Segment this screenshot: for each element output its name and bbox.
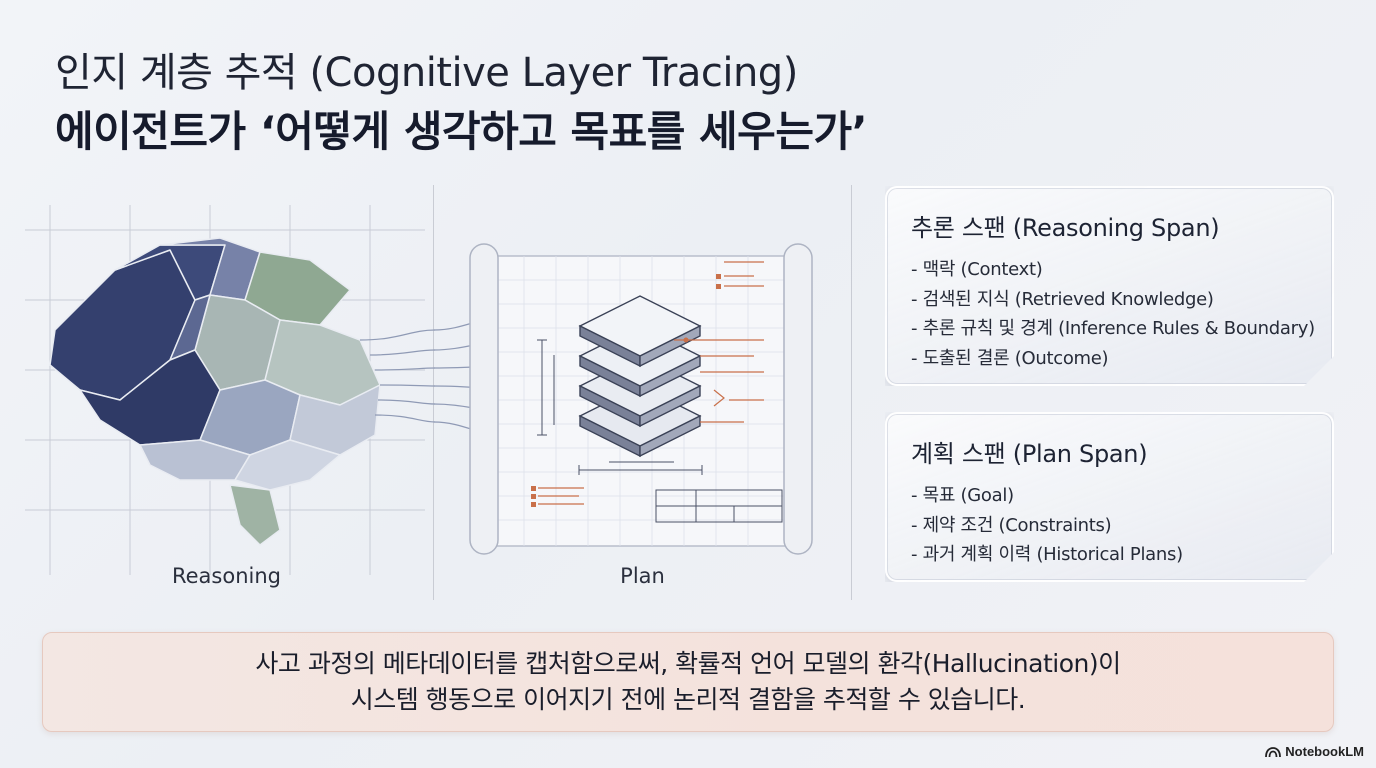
- list-item: - 검색된 지식 (Retrieved Knowledge): [911, 288, 1214, 310]
- summary-line-1: 사고 과정의 메타데이터를 캡처함으로써, 확률적 언어 모델의 환각(Hall…: [255, 649, 1121, 678]
- list-item: - 제약 조건 (Constraints): [911, 514, 1112, 536]
- summary-line-2: 시스템 행동으로 이어지기 전에 논리적 결함을 추적할 수 있습니다.: [350, 685, 1026, 714]
- list-item: - 과거 계획 이력 (Historical Plans): [911, 544, 1183, 565]
- plan-label: Plan: [620, 564, 665, 588]
- brand-name: NotebookLM: [1285, 744, 1364, 759]
- page-subtitle: 에이전트가 ‘어떻게 생각하고 목표를 세우는가’: [55, 107, 868, 156]
- plan-blueprint-illustration: [434, 243, 813, 555]
- list-item: - 맥락 (Context): [911, 259, 1043, 280]
- notebooklm-logo-icon: [1265, 746, 1282, 757]
- reasoning-span-card: 추론 스팬 (Reasoning Span) - 맥락 (Context) - …: [885, 186, 1334, 386]
- list-item: - 목표 (Goal): [911, 485, 1014, 506]
- panel-divider-right: [851, 185, 852, 600]
- reasoning-span-title: 추론 스팬 (Reasoning Span): [911, 214, 1220, 242]
- summary-callout: 사고 과정의 메타데이터를 캡처함으로써, 확률적 언어 모델의 환각(Hall…: [42, 632, 1334, 732]
- plan-span-card: 계획 스팬 (Plan Span) - 목표 (Goal) - 제약 조건 (C…: [885, 412, 1334, 582]
- panel-divider-left: [433, 185, 434, 600]
- reasoning-span-list: - 맥락 (Context) - 검색된 지식 (Retrieved Knowl…: [911, 255, 1308, 373]
- page-title: 인지 계층 추적 (Cognitive Layer Tracing): [55, 50, 798, 96]
- plan-span-title: 계획 스팬 (Plan Span): [911, 440, 1148, 468]
- reasoning-label: Reasoning: [171, 564, 281, 588]
- brand-watermark: NotebookLM: [1265, 744, 1364, 759]
- list-item: - 추론 규칙 및 경계 (Inference Rules & Boundary…: [911, 318, 1315, 339]
- plan-span-list: - 목표 (Goal) - 제약 조건 (Constraints) - 과거 계…: [911, 481, 1308, 570]
- brain-illustration: [25, 205, 435, 575]
- list-item: - 도출된 결론 (Outcome): [911, 347, 1109, 369]
